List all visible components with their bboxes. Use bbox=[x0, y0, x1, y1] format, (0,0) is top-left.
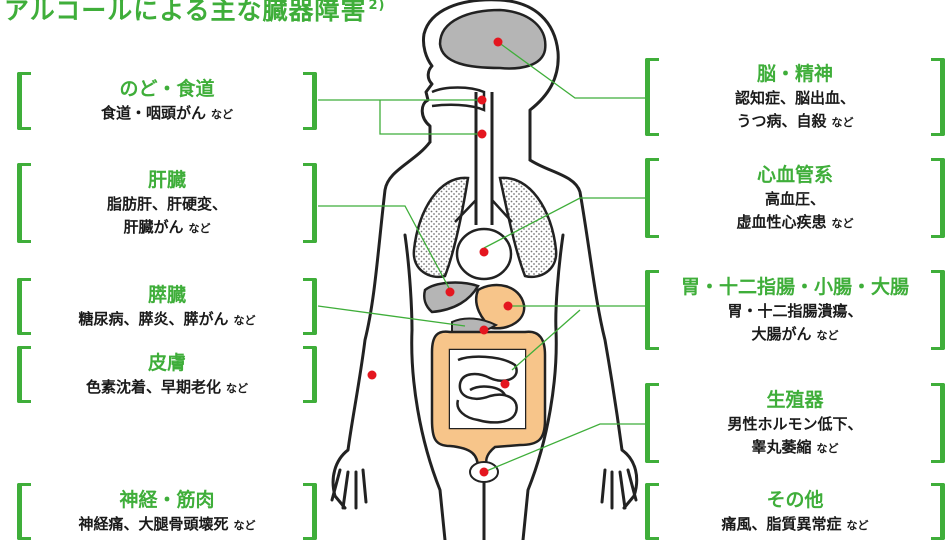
marker-brain bbox=[494, 38, 503, 47]
marker-liver bbox=[446, 288, 455, 297]
small-intestine bbox=[450, 350, 525, 428]
marker-reproductive bbox=[480, 468, 489, 477]
liver-shape bbox=[424, 283, 478, 312]
marker-heart bbox=[480, 248, 489, 257]
marker-throat bbox=[478, 96, 487, 105]
marker-esophagus bbox=[478, 130, 487, 139]
marker-skin bbox=[368, 371, 377, 380]
marker-stomach bbox=[504, 302, 513, 311]
esophagus bbox=[476, 92, 492, 225]
brain-shape bbox=[440, 10, 545, 68]
marker-intestine bbox=[501, 380, 510, 389]
marker-pancreas bbox=[480, 326, 489, 335]
